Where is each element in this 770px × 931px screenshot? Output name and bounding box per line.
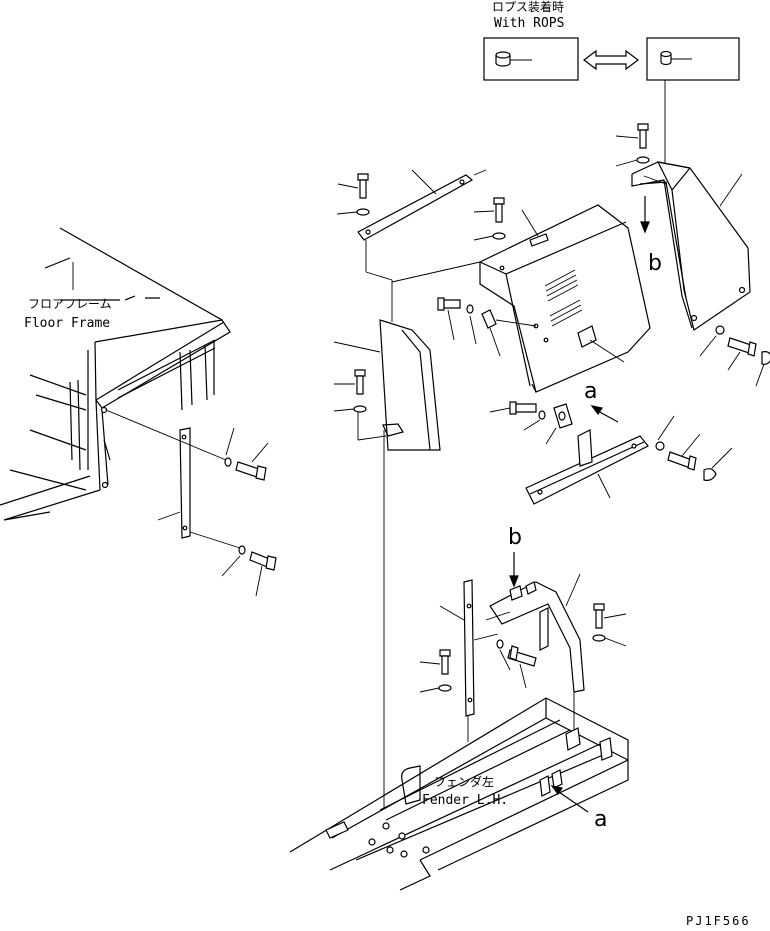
- rops-note: ロプス装着時 With ROPS: [492, 0, 564, 31]
- bolt-set-bracket-left: [419, 649, 452, 693]
- fender: [289, 692, 629, 891]
- bolt-set-right-top: [615, 123, 650, 167]
- vent-grille-lower: [549, 299, 583, 327]
- bolt-set-bracket-right: [592, 603, 627, 647]
- ref-a-top: a: [584, 379, 597, 404]
- arrow-a-top: a: [584, 379, 619, 423]
- rops-box-left: [483, 37, 579, 81]
- bolt-set-bracket-mid: [496, 639, 537, 689]
- bolt-set-plate-left: [489, 401, 573, 445]
- rops-box-right: [646, 37, 740, 81]
- bolt-set-floor-1: [224, 427, 269, 481]
- bolt-set-floor-2: [221, 545, 277, 597]
- rops-note-jp: ロプス装着時: [492, 0, 564, 14]
- bolt-set-center-top: [473, 197, 506, 241]
- fender-jp: フェンダ左: [434, 774, 494, 789]
- floor-frame-label: フロアフレーム Floor Frame: [24, 262, 112, 331]
- right-cover: [631, 161, 751, 331]
- floor-frame-en: Floor Frame: [24, 316, 110, 331]
- lower-cover-plate: [525, 429, 649, 505]
- side-bracket: [105, 409, 241, 549]
- bolt-set-top-left: [336, 173, 370, 216]
- fender-label: フェンダ左 Fender L.H.: [422, 774, 508, 808]
- lower-bracket: [485, 573, 585, 693]
- floor-frame-jp: フロアフレーム: [28, 297, 112, 311]
- left-side-panel: [333, 240, 441, 451]
- bolt-set-left-panel: [333, 369, 367, 413]
- arrow-b-top: b: [640, 196, 662, 276]
- arrow-b-bottom: b: [508, 525, 522, 588]
- bolt-set-right-side: [699, 325, 770, 387]
- floor-frame: [0, 227, 231, 521]
- bolt-set-plate-right: [655, 415, 733, 481]
- rops-note-en: With ROPS: [494, 16, 564, 31]
- vertical-strip: [439, 579, 499, 717]
- arrow-a-bottom: a: [550, 785, 607, 832]
- fender-en: Fender L.H.: [422, 793, 508, 808]
- ref-a-bottom: a: [594, 807, 607, 832]
- double-arrow-icon: [583, 49, 639, 71]
- ref-b-bottom: b: [508, 525, 522, 550]
- vent-grille-upper: [544, 269, 579, 302]
- drawing-code: PJ1F566: [686, 914, 751, 928]
- ref-b-top: b: [648, 251, 662, 276]
- bolt-set-center-mid: [437, 297, 537, 357]
- top-bar-part: [357, 169, 487, 241]
